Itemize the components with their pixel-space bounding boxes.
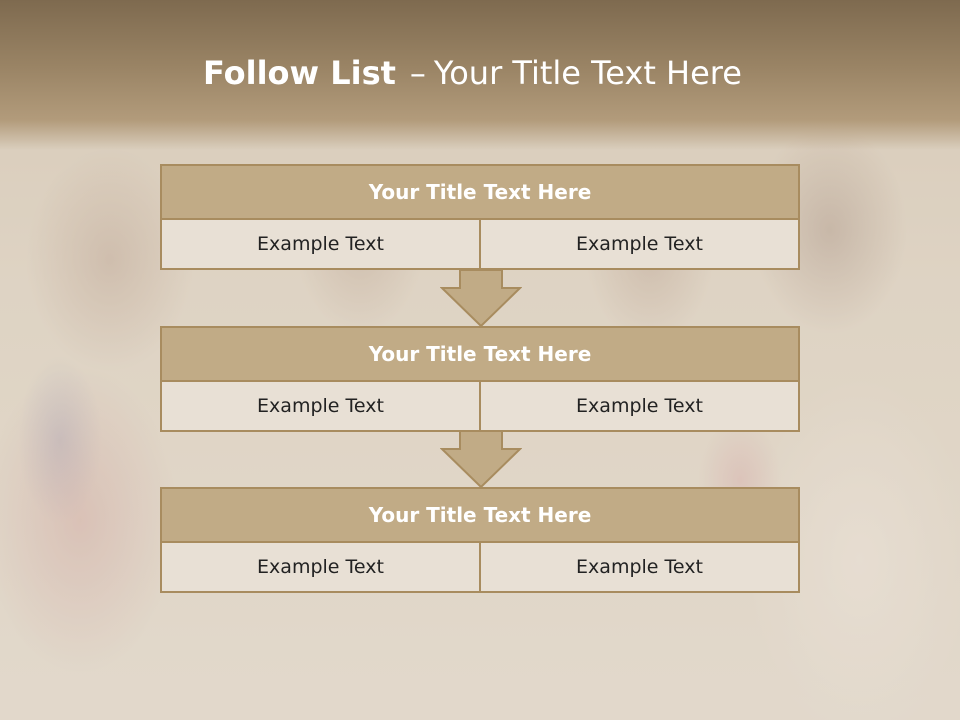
block-row: Example Text Example Text <box>160 543 800 593</box>
block-cell-right: Example Text <box>481 220 800 270</box>
list-block-3: Your Title Text Here Example Text Exampl… <box>160 487 800 593</box>
header-band <box>0 0 960 150</box>
slide-title-text: Your Title Text Here <box>433 54 742 92</box>
slide-title-bold: Follow List <box>203 54 396 92</box>
block-title: Your Title Text Here <box>160 164 800 220</box>
block-cell-left: Example Text <box>160 220 481 270</box>
slide-title-dash: – <box>409 54 426 92</box>
block-title: Your Title Text Here <box>160 487 800 543</box>
block-cell-left: Example Text <box>160 543 481 593</box>
list-block-2: Your Title Text Here Example Text Exampl… <box>160 326 800 432</box>
block-cell-right: Example Text <box>481 543 800 593</box>
block-cell-left: Example Text <box>160 382 481 432</box>
block-title: Your Title Text Here <box>160 326 800 382</box>
down-arrow-icon <box>440 270 522 328</box>
down-arrow-icon <box>440 431 522 489</box>
block-cell-right: Example Text <box>481 382 800 432</box>
slide-title: Follow List–Your Title Text Here <box>0 54 945 92</box>
block-row: Example Text Example Text <box>160 382 800 432</box>
block-row: Example Text Example Text <box>160 220 800 270</box>
list-block-1: Your Title Text Here Example Text Exampl… <box>160 164 800 270</box>
